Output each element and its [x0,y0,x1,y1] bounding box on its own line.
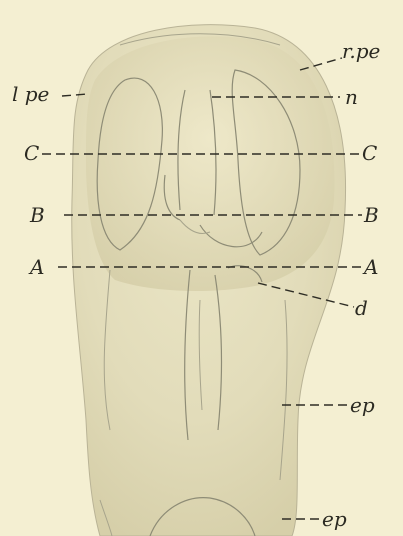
label-rpe: r.pe [342,39,380,63]
label-c-right: C [362,141,377,165]
label-lpe: l pe [12,82,49,106]
label-b-left: B [29,203,45,227]
label-n: n [345,85,358,109]
label-ep-upper: ep [350,393,375,417]
label-a-left: A [28,255,44,279]
embryo-body [72,25,346,536]
label-c-left: C [24,141,39,165]
label-ep-lower: ep [322,507,347,531]
label-a-right: A [362,255,378,279]
label-d: d [355,296,368,320]
label-b-right: B [363,203,379,227]
